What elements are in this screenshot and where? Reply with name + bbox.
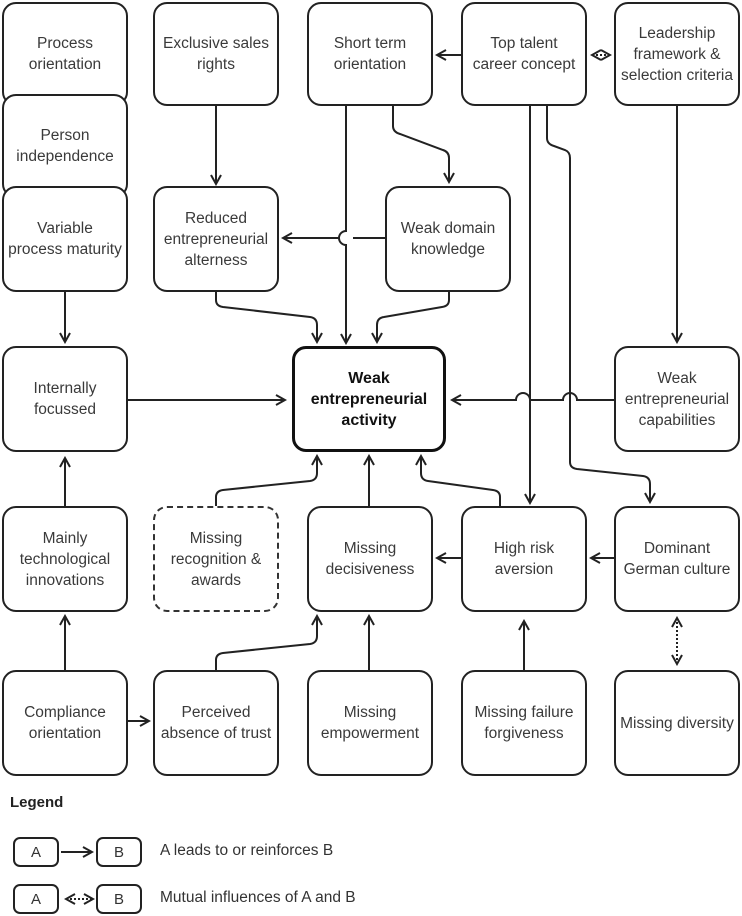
node-label: Missing recognition & awards	[170, 529, 262, 589]
legend-box-b: B	[96, 837, 142, 867]
node-label: Perceived absence of trust	[160, 704, 272, 742]
node-short-term-orientation: Short term orientation	[307, 2, 433, 106]
node-label: Compliance orientation	[24, 704, 106, 742]
node-label: Reduced entrepreneurial alterness	[163, 209, 269, 269]
legend-mutual-description: Mutual influences of A and B	[160, 889, 356, 906]
node-label: High risk aversion	[493, 540, 555, 578]
node-label: Dominant German culture	[623, 540, 731, 578]
node-label: Internally focussed	[33, 380, 97, 418]
edge-weakdomain-to-activity	[377, 292, 450, 342]
node-label: Missing diversity	[620, 714, 734, 732]
node-label: Missing failure forgiveness	[474, 704, 574, 742]
node-missing-failure-forgiveness: Missing failure forgiveness	[461, 670, 587, 776]
node-label: Weak entrepreneurial activity	[310, 369, 428, 429]
edge-recognition-to-activity	[215, 456, 317, 506]
node-label: Weak entrepreneurial capabilities	[624, 369, 730, 429]
node-mainly-technological-innovations: Mainly technological innovations	[2, 506, 128, 612]
edge-toptalent-to-german	[546, 106, 650, 502]
node-label: Weak domain knowledge	[400, 220, 496, 258]
node-label: Variable process maturity	[8, 220, 122, 258]
node-compliance-orientation: Compliance orientation	[2, 670, 128, 776]
node-label: Leadership framework & selection criteri…	[621, 24, 733, 84]
node-process-orientation: Process orientation	[2, 2, 128, 106]
node-dominant-german-culture: Dominant German culture	[614, 506, 740, 612]
node-internally-focussed: Internally focussed	[2, 346, 128, 452]
node-leadership-framework: Leadership framework & selection criteri…	[614, 2, 740, 106]
node-missing-diversity: Missing diversity	[614, 670, 740, 776]
node-person-independence: Person independence	[2, 94, 128, 198]
node-missing-recognition-awards: Missing recognition & awards	[153, 506, 279, 612]
node-label: Top talent career concept	[472, 35, 576, 73]
node-label: Process orientation	[28, 35, 102, 73]
node-weak-entrepreneurial-activity: Weak entrepreneurial activity	[292, 346, 446, 452]
legend-box-b: B	[96, 884, 142, 914]
node-label: Missing decisiveness	[325, 540, 415, 578]
node-variable-process-maturity: Variable process maturity	[2, 186, 128, 292]
edge-shortterm-to-weakdomain	[392, 106, 449, 182]
node-weak-domain-knowledge: Weak domain knowledge	[385, 186, 511, 292]
node-label: Mainly technological innovations	[19, 529, 111, 589]
node-reduced-entrepreneurial-alertness: Reduced entrepreneurial alterness	[153, 186, 279, 292]
node-missing-decisiveness: Missing decisiveness	[307, 506, 433, 612]
edge-trust-to-decisiveness	[215, 616, 317, 670]
node-label: Short term orientation	[333, 35, 407, 73]
legend-box-a: A	[13, 884, 59, 914]
legend-leads-description: A leads to or reinforces B	[160, 842, 334, 859]
node-high-risk-aversion: High risk aversion	[461, 506, 587, 612]
edge-capabilities-to-activity	[452, 392, 614, 400]
node-label: Person independence	[16, 127, 114, 165]
edge-reduced-to-activity	[215, 292, 317, 342]
node-weak-entrepreneurial-capabilities: Weak entrepreneurial capabilities	[614, 346, 740, 452]
node-exclusive-sales-rights: Exclusive sales rights	[153, 2, 279, 106]
edge-shortterm-to-activity	[338, 106, 346, 343]
node-perceived-absence-of-trust: Perceived absence of trust	[153, 670, 279, 776]
node-label: Missing empowerment	[320, 704, 420, 742]
legend-box-a: A	[13, 837, 59, 867]
edge-highrisk-to-activity	[421, 456, 501, 506]
node-missing-empowerment: Missing empowerment	[307, 670, 433, 776]
node-top-talent-career-concept: Top talent career concept	[461, 2, 587, 106]
legend-title: Legend	[10, 794, 64, 811]
node-label: Exclusive sales rights	[163, 35, 269, 73]
